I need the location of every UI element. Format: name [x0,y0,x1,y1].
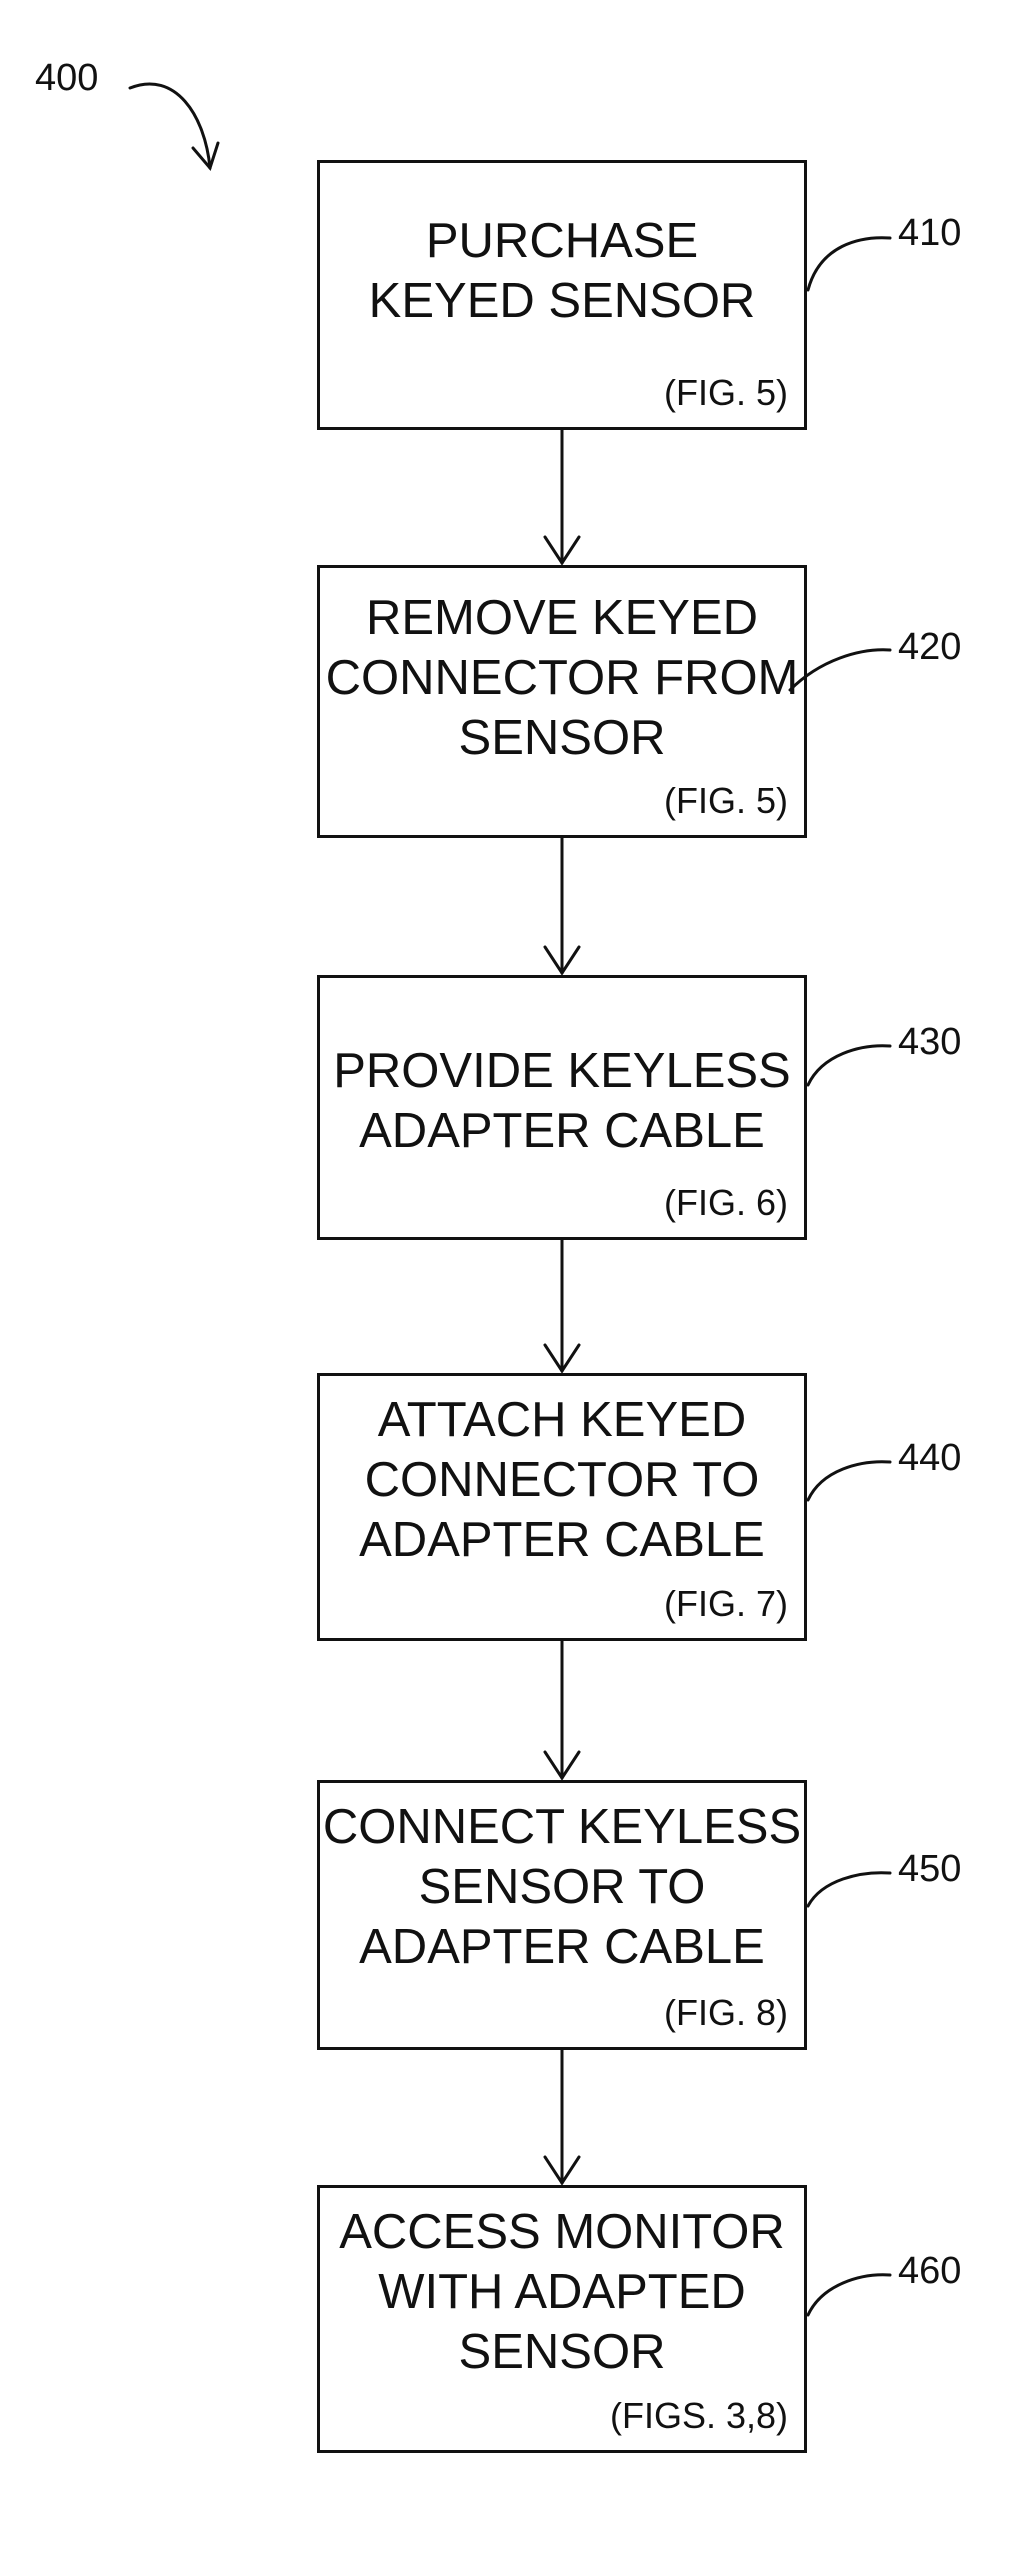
leader-line-430 [808,1046,890,1085]
leader-line-450 [808,1873,890,1906]
leader-line-440 [808,1462,890,1500]
leader-line-420 [790,650,890,690]
leader-line-410 [808,238,890,290]
leader-line-460 [808,2275,890,2315]
